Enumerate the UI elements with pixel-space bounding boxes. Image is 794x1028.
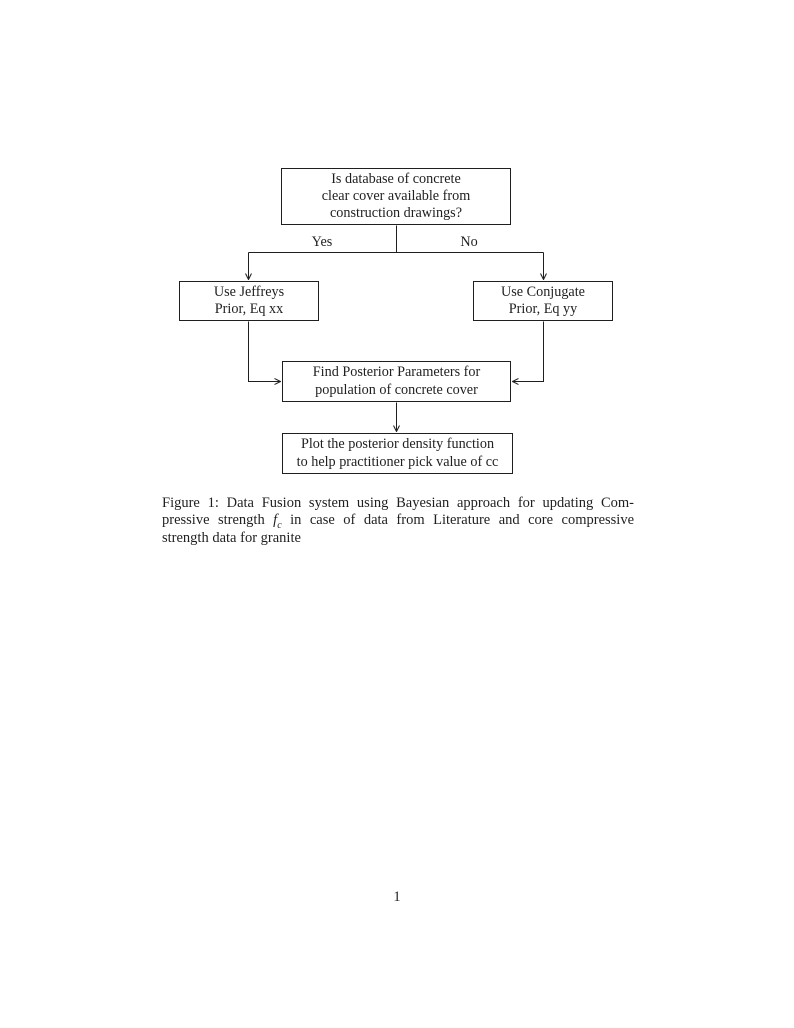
box-line: Find Posterior Parameters for xyxy=(312,364,481,381)
box-line: construction drawings? xyxy=(330,205,462,222)
process-box-find-posterior: Find Posterior Parameters for population… xyxy=(282,361,511,402)
math-fc-subscript: c xyxy=(277,520,282,532)
process-box-plot-density: Plot the posterior density function to h… xyxy=(282,433,513,474)
box-line: clear cover available from xyxy=(321,187,471,204)
page-number: 1 xyxy=(393,889,401,905)
figure-caption: Figure 1: Data Fusion system using Bayes… xyxy=(162,495,634,547)
caption-text: in case of data from Literature and core… xyxy=(281,512,635,529)
caption-line-2: pressive strength fc in case of data fro… xyxy=(162,512,635,532)
box-line: Plot the posterior density function xyxy=(300,436,495,453)
connector-right-to-middle-arrow xyxy=(511,321,544,385)
box-line: Prior, Eq xx xyxy=(214,301,284,317)
box-line: Is database of concrete xyxy=(331,170,461,187)
process-box-jeffreys-prior: Use Jeffreys Prior, Eq xx xyxy=(179,281,319,321)
caption-line-1: Figure 1: Data Fusion system using Bayes… xyxy=(162,495,634,512)
branch-label-yes: Yes xyxy=(311,234,333,250)
box-line: Use Jeffreys xyxy=(213,283,285,300)
decision-box-database-available: Is database of concrete clear cover avai… xyxy=(281,168,511,225)
box-line: population of concrete cover xyxy=(315,381,478,398)
caption-line-3: strength data for granite xyxy=(162,530,634,547)
math-fc-variable: f xyxy=(273,512,278,529)
caption-text: strength data for granite xyxy=(162,529,301,546)
connector-left-to-middle-arrow xyxy=(248,321,282,385)
box-line: Prior, Eq yy xyxy=(508,301,578,317)
branch-label-no: No xyxy=(460,234,478,250)
caption-text: Figure 1: Data Fusion system using Bayes… xyxy=(162,495,634,511)
caption-text: pressive strength xyxy=(162,512,274,529)
box-line: to help practitioner pick value of cc xyxy=(296,453,499,470)
process-box-conjugate-prior: Use Conjugate Prior, Eq yy xyxy=(473,281,613,321)
box-line: Use Conjugate xyxy=(501,283,585,300)
